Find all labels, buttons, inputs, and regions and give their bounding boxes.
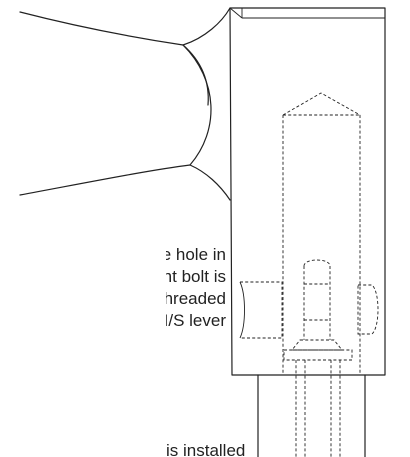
note-line-4: hole in I/S lever bbox=[166, 311, 226, 330]
lower-shaft bbox=[257, 374, 366, 457]
note-line-2: adjustment bolt is bbox=[166, 267, 226, 286]
left-side-hole bbox=[239, 281, 283, 339]
alignment-note: Make sure hole in adjustment bolt is ali… bbox=[166, 244, 226, 332]
adjustment-bolt bbox=[283, 259, 353, 457]
installed-note-partial: is installed bbox=[166, 441, 246, 457]
lever-arm bbox=[19, 7, 231, 201]
main-block bbox=[229, 7, 386, 376]
hidden-bore bbox=[282, 92, 361, 375]
right-side-hole bbox=[357, 284, 379, 335]
note-line-3: aligned with threaded bbox=[166, 289, 226, 308]
note-line-1: Make sure hole in bbox=[166, 245, 226, 264]
